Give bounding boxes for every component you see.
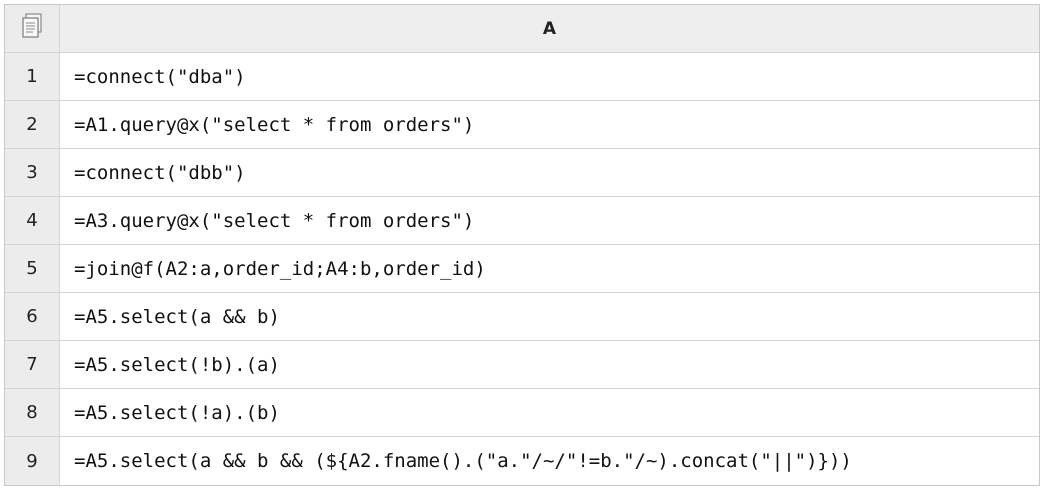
grid-row: 9 =A5.select(a && b && (${A2.fname().("a…	[5, 437, 1039, 485]
row-header[interactable]: 3	[5, 149, 60, 196]
cell-a2[interactable]: =A1.query@x("select * from orders")	[60, 101, 1039, 148]
column-header-a[interactable]: A	[60, 5, 1039, 52]
grid-row: 8 =A5.select(!a).(b)	[5, 389, 1039, 437]
row-header[interactable]: 7	[5, 341, 60, 388]
row-header[interactable]: 1	[5, 53, 60, 100]
cell-a1[interactable]: =connect("dba")	[60, 53, 1039, 100]
row-header[interactable]: 4	[5, 197, 60, 244]
cell-a6[interactable]: =A5.select(a && b)	[60, 293, 1039, 340]
cell-a5[interactable]: =join@f(A2:a,order_id;A4:b,order_id)	[60, 245, 1039, 292]
cell-a7[interactable]: =A5.select(!b).(a)	[60, 341, 1039, 388]
grid-row: 2 =A1.query@x("select * from orders")	[5, 101, 1039, 149]
spreadsheet-grid: A 1 =connect("dba") 2 =A1.query@x("selec…	[4, 4, 1040, 486]
grid-row: 6 =A5.select(a && b)	[5, 293, 1039, 341]
row-header[interactable]: 8	[5, 389, 60, 436]
cell-a4[interactable]: =A3.query@x("select * from orders")	[60, 197, 1039, 244]
row-header[interactable]: 9	[5, 437, 60, 485]
row-header[interactable]: 6	[5, 293, 60, 340]
grid-row: 3 =connect("dbb")	[5, 149, 1039, 197]
row-header[interactable]: 2	[5, 101, 60, 148]
grid-row: 1 =connect("dba")	[5, 53, 1039, 101]
sheet-icon	[21, 13, 43, 44]
grid-row: 4 =A3.query@x("select * from orders")	[5, 197, 1039, 245]
grid-row: 5 =join@f(A2:a,order_id;A4:b,order_id)	[5, 245, 1039, 293]
grid-row: 7 =A5.select(!b).(a)	[5, 341, 1039, 389]
cell-a9[interactable]: =A5.select(a && b && (${A2.fname().("a."…	[60, 437, 1039, 485]
header-row: A	[5, 5, 1039, 53]
cell-a8[interactable]: =A5.select(!a).(b)	[60, 389, 1039, 436]
row-header[interactable]: 5	[5, 245, 60, 292]
cell-a3[interactable]: =connect("dbb")	[60, 149, 1039, 196]
select-all-corner[interactable]	[5, 5, 60, 52]
